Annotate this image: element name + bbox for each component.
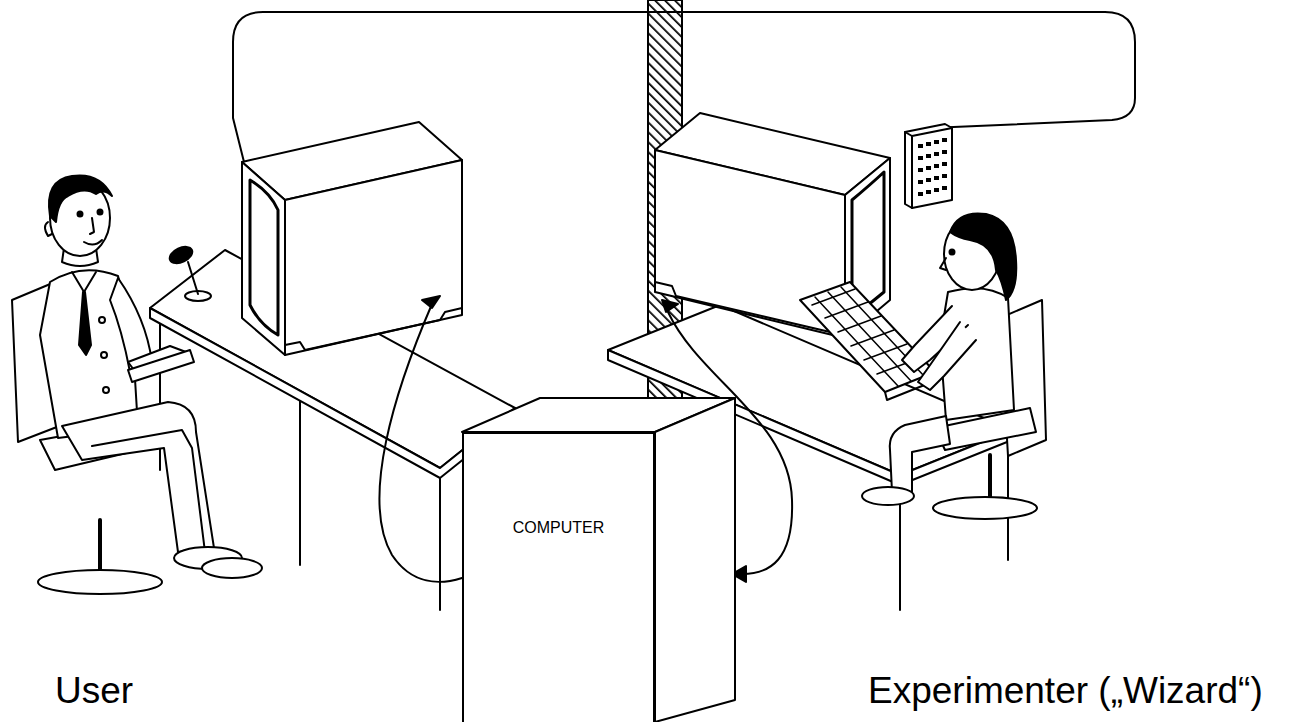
- wall-speaker-part-part: [934, 188, 939, 192]
- wizard-figure-part: [950, 250, 955, 255]
- user-monitor-part: [285, 160, 462, 355]
- wall-speaker-part: [905, 128, 952, 208]
- wall-speaker-part-part: [942, 138, 947, 142]
- wall-speaker-part-part: [926, 166, 931, 170]
- wizard-figure-part: [862, 487, 914, 505]
- wizard-monitor-part: [662, 300, 678, 312]
- wall-speaker-part-part: [918, 192, 923, 196]
- wall-speaker-part: [918, 138, 947, 196]
- user-figure-part: [92, 430, 206, 560]
- wall-speaker-part-part: [934, 140, 939, 144]
- role-label: Experimenter („Wizard“): [868, 670, 1263, 713]
- node-label: COMPUTER: [464, 518, 653, 537]
- wizard-figure-part: [890, 416, 950, 492]
- user-figure: [12, 175, 262, 594]
- wall-speaker-part-part: [934, 164, 939, 168]
- wall-speaker-part-part: [926, 178, 931, 182]
- user-figure-part: [90, 218, 94, 234]
- wall-speaker-part-part: [926, 142, 931, 146]
- wizard-of-oz-illustration-part: [12, 0, 1135, 722]
- user-table-part: [299, 400, 301, 565]
- user-figure-part: [62, 402, 214, 552]
- user-cable-part: [379, 304, 462, 582]
- keyboard-part: [800, 282, 935, 392]
- user-figure-part: [98, 210, 103, 215]
- user-figure-part: [72, 272, 96, 292]
- user-figure-part: [79, 292, 91, 355]
- wall-speaker-part-part: [918, 180, 923, 184]
- wall-speaker-part-part: [942, 174, 947, 178]
- wizard-figure: [862, 213, 1046, 519]
- computer-cabinet-part: [655, 398, 735, 722]
- wall-speaker-part-part: [942, 186, 947, 190]
- user-figure-part: [99, 317, 105, 323]
- keyboard-part: [815, 287, 924, 386]
- keyboard: [800, 282, 937, 400]
- wall-speaker-part-part: [926, 154, 931, 158]
- wall-speaker-part-part: [918, 144, 923, 148]
- wall-speaker-part-part: [934, 152, 939, 156]
- wizard-figure-part: [940, 258, 946, 270]
- microphone: [167, 244, 211, 301]
- computer-cabinet: [462, 398, 735, 722]
- user-monitor-part: [242, 162, 285, 355]
- wizard-figure-part: [933, 497, 1037, 519]
- user-figure-part: [49, 175, 112, 222]
- wall-speaker-part-part: [942, 150, 947, 154]
- wall-speaker-part: [905, 124, 952, 208]
- user-figure-part: [98, 520, 102, 572]
- user-cable: [379, 304, 462, 582]
- user-figure-part: [128, 350, 194, 382]
- wizard-figure-part: [988, 455, 992, 500]
- wizard-figure-part: [918, 322, 976, 390]
- user-monitor-part: [250, 180, 278, 335]
- computer-box: COMPUTER: [462, 432, 655, 722]
- microphone-part: [167, 244, 195, 267]
- user-figure-part: [202, 558, 262, 578]
- user-table-part: [439, 478, 441, 610]
- wizard-figure-part: [950, 213, 1016, 300]
- wall-speaker-part-part: [918, 168, 923, 172]
- wall-speaker: [905, 124, 952, 208]
- user-figure-part: [78, 212, 83, 217]
- user-monitor-part: [285, 308, 462, 350]
- microphone-part: [188, 262, 198, 294]
- user-figure-part: [84, 240, 102, 245]
- role-label: User: [55, 670, 133, 713]
- user-figure-part: [38, 570, 162, 594]
- wall-speaker-part-part: [926, 190, 931, 194]
- user-monitor: [242, 122, 462, 355]
- user-figure-part: [101, 352, 107, 358]
- wall-speaker-part-part: [942, 162, 947, 166]
- wall-speaker-part-part: [934, 176, 939, 180]
- user-figure-part: [103, 387, 109, 393]
- wall-speaker-part-part: [918, 156, 923, 160]
- user-figure-part: [45, 222, 52, 236]
